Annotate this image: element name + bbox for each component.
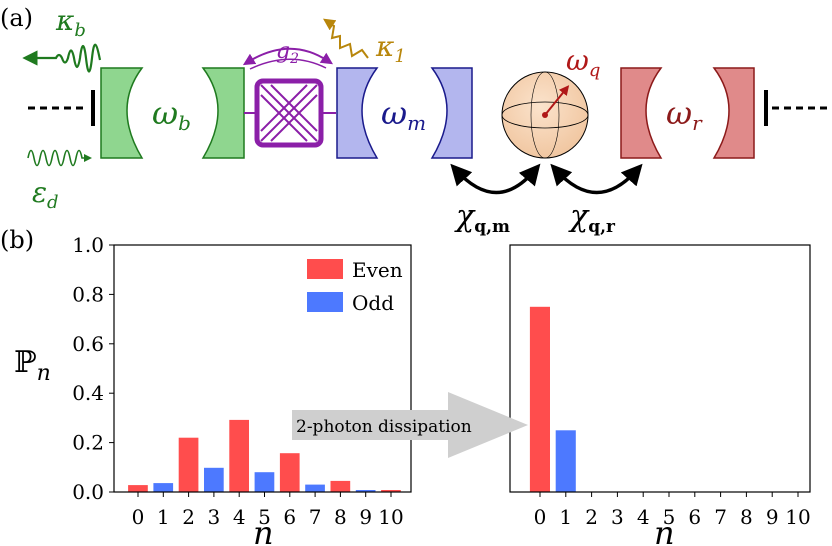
x-tick-label: 9 (766, 505, 779, 529)
bar-even-n0 (128, 485, 148, 492)
omega-q-label: ωq (566, 44, 600, 81)
legend-swatch-even (307, 259, 343, 279)
bar-odd-n9 (355, 490, 376, 492)
legend-swatch-odd (307, 292, 343, 312)
bar-even-n6 (279, 453, 300, 492)
bar-odd-n3 (204, 467, 224, 492)
x-tick-label: 7 (714, 505, 727, 529)
bars (128, 419, 401, 492)
x-tick-label: 1 (559, 505, 572, 529)
x-tick-label: 5 (663, 505, 676, 529)
chi-qm-arrow (450, 163, 541, 195)
x-tick-label: 3 (208, 505, 221, 529)
dissipation-label: 2-photon dissipation (296, 417, 472, 437)
buffer-cavity (100, 67, 245, 159)
x-tick-label: 9 (359, 505, 372, 529)
chi-qr-label: χq,r (568, 199, 616, 237)
x-tick-label: 8 (740, 505, 753, 529)
x-tick-label: 5 (258, 505, 271, 529)
bar-even-n2 (178, 437, 199, 492)
bar-odd-n1 (555, 430, 576, 493)
panel-b-label: (b) (0, 226, 34, 254)
plot-frame (113, 244, 412, 493)
x-tick-label: 10 (378, 505, 403, 529)
y-tick-label: 0.2 (72, 431, 104, 455)
panel-a-label: (a) (0, 4, 33, 32)
left-port (28, 90, 95, 126)
chi-qm-label: χq,m (454, 199, 510, 237)
x-tick-label: 6 (688, 505, 701, 529)
legend: Even Odd (307, 258, 403, 315)
x-tick-label: 3 (611, 505, 624, 529)
dissipation-arrow: 2-photon dissipation (292, 392, 528, 458)
x-tick-label: 6 (283, 505, 296, 529)
x-tick-label: 4 (233, 505, 246, 529)
kappa-b-label: κb (55, 4, 86, 41)
legend-label-even: Even (352, 258, 403, 282)
bar-odd-n5 (254, 472, 275, 492)
legend-label-odd: Odd (352, 291, 394, 315)
bar-even-n0 (529, 306, 550, 493)
nonlinear-element (254, 78, 324, 148)
chi-qr-arrow (550, 163, 643, 195)
bar-even-n4 (229, 419, 249, 492)
x-tick-label: 0 (534, 505, 547, 529)
plot-frame (509, 244, 811, 493)
readout-cavity (620, 67, 755, 159)
x-tick-label: 4 (637, 505, 650, 529)
x-tick-label: 2 (182, 505, 195, 529)
omega-b-label: ωb (152, 94, 191, 135)
x-tick-label: 0 (132, 505, 145, 529)
x-tick-label: 2 (585, 505, 598, 529)
y-tick-label: 0.6 (72, 332, 104, 356)
omega-r-label: ωr (666, 94, 703, 135)
y-tick-label: 0.0 (72, 480, 104, 504)
qubit-sphere (501, 71, 589, 159)
kappa-1-wave (323, 18, 369, 59)
right-port (764, 90, 832, 126)
bar-even-n8 (330, 480, 351, 492)
x-tick-label: 10 (785, 505, 810, 529)
x-tick-label: 8 (334, 505, 347, 529)
x-tick-label: 7 (309, 505, 322, 529)
x-axis-label: n (654, 514, 675, 546)
g2-coupling-arrows (242, 47, 334, 70)
drive-wave (27, 149, 92, 167)
x-tick-label: 1 (157, 505, 170, 529)
bar-even-n10 (381, 490, 401, 492)
kappa-1-label: κ1 (375, 30, 406, 67)
kappa-b-wave (22, 43, 102, 73)
bar-odd-n1 (153, 483, 174, 492)
y-tick-label: 1.0 (72, 233, 104, 257)
bar-odd-n7 (305, 484, 325, 492)
y-axis-label: ℙn (14, 345, 51, 386)
x-axis-label: n (253, 514, 274, 546)
g2-label: g2 (276, 39, 299, 67)
memory-cavity (336, 67, 473, 159)
y-tick-label: 0.8 (72, 282, 104, 306)
bars (529, 306, 576, 493)
y-axis-ticks: 0.0 0.2 0.4 0.6 0.8 1.0 (72, 233, 114, 504)
y-tick-label: 0.4 (72, 381, 104, 405)
eps-d-label: εd (32, 176, 59, 213)
omega-m-label: ωm (381, 94, 426, 135)
